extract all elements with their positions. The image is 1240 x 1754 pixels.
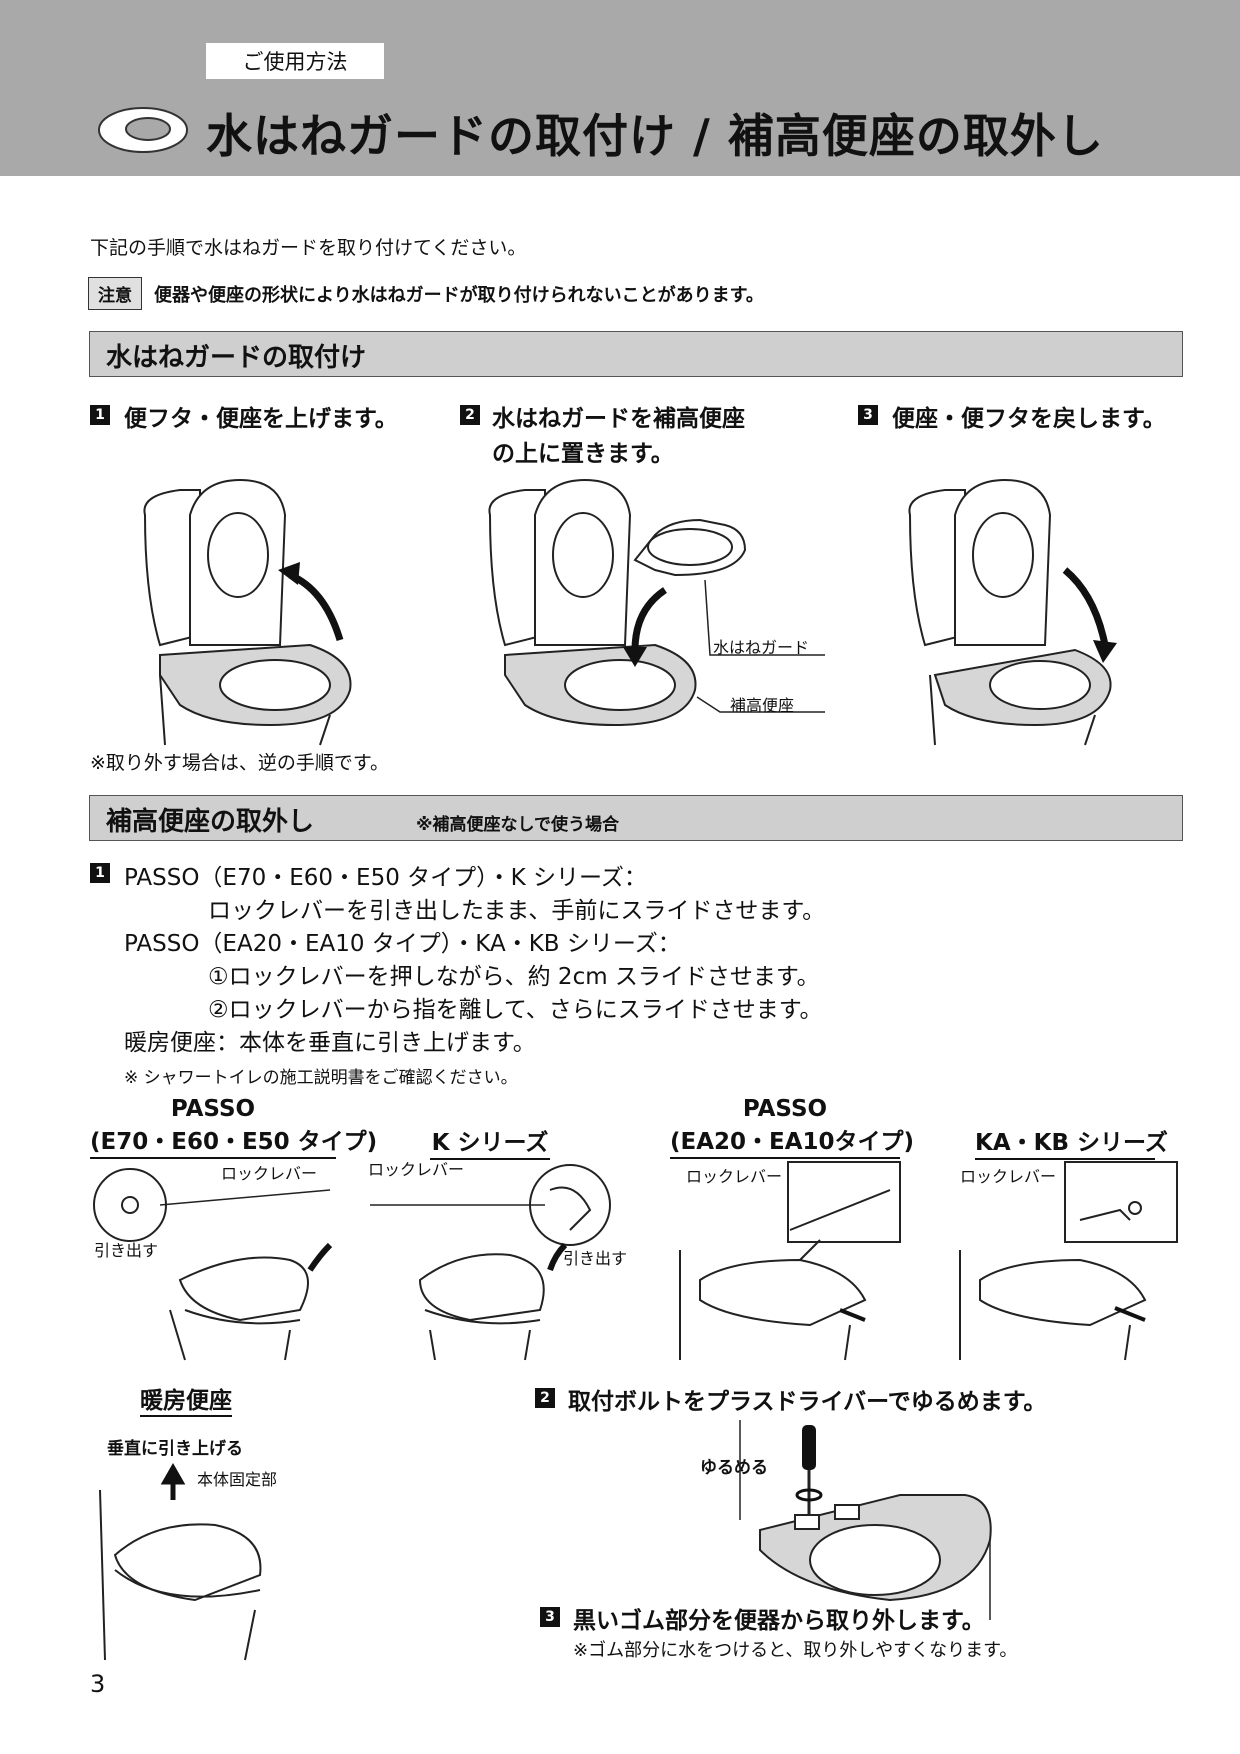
seat-logo-icon <box>98 107 188 153</box>
seat-label: 補高便座 <box>730 696 795 715</box>
model-heading: K シリーズ <box>430 1123 550 1160</box>
step-number: 3 <box>540 1607 560 1627</box>
toilet-close-illustration <box>908 478 1117 746</box>
rubber-remark: ※ゴム部分に水をつけると、取り外しやすくなります。 <box>573 1640 1018 1661</box>
intro-text: 下記の手順で水はねガードを取り付けてください。 <box>90 237 527 259</box>
lock-lever-label: ロックレバー <box>368 1160 465 1179</box>
step-number: 3 <box>858 405 878 425</box>
guard-label: 水はねガード <box>713 638 810 657</box>
toilet-guard-illustration <box>488 478 825 727</box>
k-series-illustration <box>370 1164 611 1361</box>
instruction-line: ロックレバーを引き出したまま、手前にスライドさせます。 <box>208 898 826 924</box>
page-number: 3 <box>90 1670 106 1698</box>
section-bar-guard: 水はねガードの取付け <box>89 331 1183 377</box>
section-bar-removal: 補高便座の取外し ※補高便座なしで使う場合 <box>89 795 1183 841</box>
lock-lever-label: ロックレバー <box>960 1167 1057 1186</box>
pull-label: 引き出す <box>94 1241 159 1260</box>
step-number: 2 <box>460 405 480 425</box>
step-text: 取付ボルトをプラスドライバーでゆるめます。 <box>568 1389 1047 1415</box>
lock-lever-label: ロックレバー <box>686 1167 783 1186</box>
step-number: 1 <box>90 863 110 883</box>
header-band <box>0 0 1240 176</box>
step-number: 2 <box>535 1388 555 1408</box>
step-text: 便座・便フタを戻します。 <box>892 406 1166 432</box>
lock-lever-label: ロックレバー <box>221 1164 318 1183</box>
passo-ea-illustration <box>679 1161 901 1361</box>
step-text: 便フタ・便座を上げます。 <box>124 406 398 432</box>
usage-tag: ご使用方法 <box>206 43 384 79</box>
section-title: 水はねガードの取付け <box>106 343 367 373</box>
step-text: 黒いゴム部分を便器から取り外します。 <box>573 1608 985 1634</box>
instruction-line: ①ロックレバーを押しながら、約 2cm スライドさせます。 <box>208 964 820 990</box>
model-heading: PASSO (EA20・EA10タイプ) <box>670 1096 914 1159</box>
model-heading: PASSO (E70・E60・E50 タイプ) <box>90 1096 377 1159</box>
step-number: 1 <box>90 405 110 425</box>
instruction-line: 暖房便座：本体を垂直に引き上げます。 <box>124 1030 536 1056</box>
passo-e-illustration <box>93 1168 333 1361</box>
page-title: 水はねガードの取付け / 補高便座の取外し <box>206 109 1104 163</box>
body-fixing-label: 本体固定部 <box>197 1470 278 1489</box>
heated-seat-heading: 暖房便座 <box>140 1381 232 1417</box>
pull-label: 引き出す <box>563 1249 628 1268</box>
instruction-line: PASSO（EA20・EA10 タイプ）・KA・KB シリーズ： <box>124 931 681 957</box>
bolt-illustration <box>739 1420 992 1620</box>
instruction-line: ②ロックレバーから指を離して、さらにスライドさせます。 <box>208 997 823 1023</box>
ka-kb-illustration <box>959 1161 1178 1361</box>
caution-text: 便器や便座の形状により水はねガードが取り付けられないことがあります。 <box>154 285 764 306</box>
instruction-line: PASSO（E70・E60・E50 タイプ）・K シリーズ： <box>124 865 647 891</box>
shower-remark: ※ シャワートイレの施工説明書をご確認ください。 <box>124 1068 518 1088</box>
section-subtitle: ※補高便座なしで使う場合 <box>416 815 620 835</box>
reverse-remark: ※取り外す場合は、逆の手順です。 <box>90 752 390 774</box>
model-heading: KA・KB シリーズ <box>975 1123 1168 1160</box>
caution-badge: 注意 <box>88 277 142 310</box>
section-title: 補高便座の取外し <box>106 807 315 837</box>
step-text: の上に置きます。 <box>492 441 674 467</box>
step-text: 水はねガードを補高便座 <box>492 406 745 432</box>
lift-vertical-label: 垂直に引き上げる <box>107 1439 243 1459</box>
heated-seat-illustration <box>99 1462 262 1661</box>
loosen-label: ゆるめる <box>700 1458 768 1478</box>
toilet-open-illustration <box>143 478 352 746</box>
